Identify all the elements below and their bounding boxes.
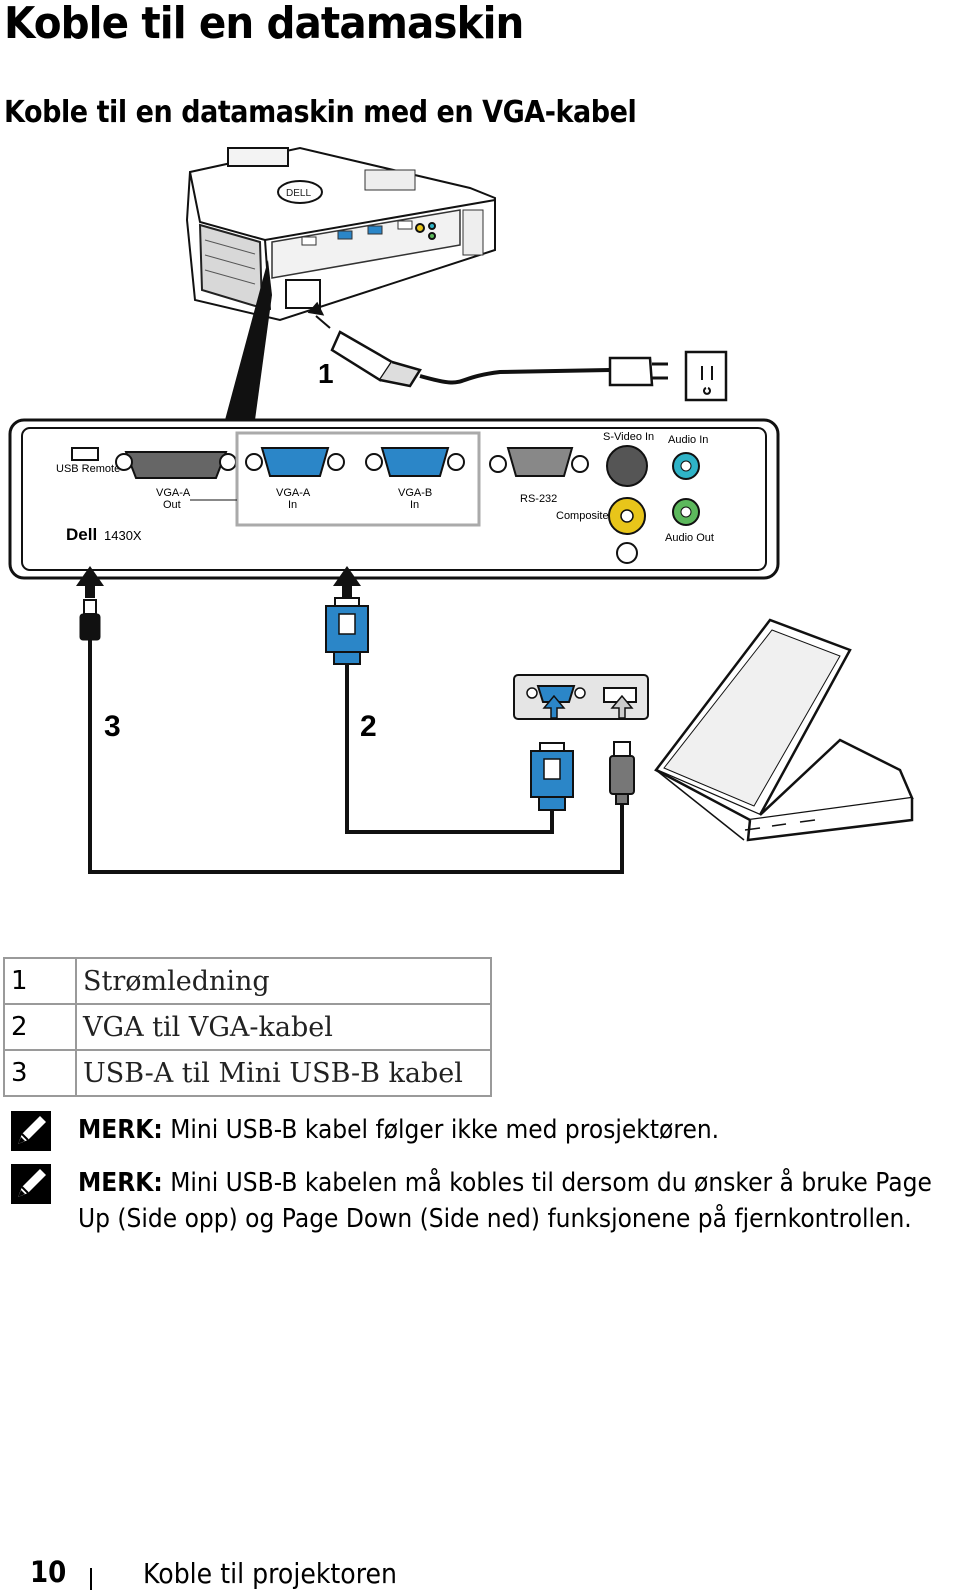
- note-label: MERK:: [78, 1168, 163, 1198]
- arrow-usb: [76, 566, 104, 598]
- page-number: 10: [30, 1555, 67, 1589]
- page-title: Koble til en datamaskin: [4, 0, 524, 49]
- footer-section-title: Koble til projektoren: [143, 1557, 397, 1590]
- legend-text: VGA til VGA-kabel: [75, 1003, 492, 1051]
- label-usb-remote: USB Remote: [56, 463, 120, 475]
- section-subtitle: Koble til en datamaskin med en VGA-kabel: [4, 95, 637, 130]
- connection-diagram: DELL 1 USB Remote: [8, 146, 914, 874]
- table-row: 3 USB-A til Mini USB-B kabel: [3, 1049, 492, 1097]
- legend-number: 2: [3, 1003, 77, 1051]
- usb-plug-laptop: [609, 741, 635, 805]
- label-vga-a-in-1: VGA-A: [276, 487, 311, 499]
- rs232-port: [489, 447, 589, 477]
- note-2: MERK: Mini USB-B kabelen må kobles til d…: [78, 1165, 956, 1237]
- label-audio-in: Audio In: [668, 434, 708, 446]
- label-svideo-in: S-Video In: [603, 431, 654, 443]
- svideo-port: [606, 445, 648, 487]
- callout-1: 1: [318, 358, 334, 389]
- laptop-port-plate: [513, 674, 649, 720]
- label-vga-a-out-1: VGA-A: [156, 487, 191, 499]
- vga-a-in-port: [245, 447, 345, 477]
- label-vga-b-in-1: VGA-B: [398, 487, 432, 499]
- legend-table: 1 Strømledning 2 VGA til VGA-kabel 3 USB…: [3, 957, 492, 1097]
- vga-cable: [325, 597, 554, 834]
- panel-brand: Dell: [66, 525, 97, 544]
- usb-cable: [79, 599, 624, 874]
- note-text: Mini USB-B kabelen må kobles til dersom …: [78, 1168, 932, 1234]
- callout-2: 2: [360, 710, 377, 743]
- label-composite: Composite: [556, 510, 609, 522]
- vga-plug-laptop: [530, 742, 574, 811]
- legend-text: Strømledning: [75, 957, 492, 1005]
- label-vga-a-in-2: In: [288, 499, 297, 511]
- panel-model: 1430X: [104, 528, 142, 543]
- vga-b-in-port: [365, 447, 465, 477]
- zoom-wedge: [225, 260, 272, 420]
- label-vga-b-in-2: In: [410, 499, 419, 511]
- laptop-illustration: [654, 618, 914, 842]
- legend-text: USB-A til Mini USB-B kabel: [75, 1049, 492, 1097]
- arrow-vga: [333, 566, 361, 598]
- note-text: Mini USB-B kabel følger ikke med prosjek…: [162, 1115, 720, 1145]
- legend-number: 3: [3, 1049, 77, 1097]
- projector-illustration: DELL: [185, 146, 496, 322]
- note-1: MERK: Mini USB-B kabel følger ikke med p…: [78, 1112, 870, 1148]
- svg-text:DELL: DELL: [286, 188, 311, 199]
- vga-a-out-port: [115, 451, 237, 479]
- label-rs232: RS-232: [520, 493, 557, 505]
- rear-panel: USB Remote VGA-A Out VGA-A In VGA-B In: [8, 418, 780, 580]
- callout-3: 3: [104, 710, 121, 743]
- note-label: MERK:: [78, 1115, 163, 1145]
- table-row: 1 Strømledning: [3, 957, 492, 1005]
- label-vga-a-out-2: Out: [163, 499, 181, 511]
- table-row: 2 VGA til VGA-kabel: [3, 1003, 492, 1051]
- note-pencil-icon: [11, 1111, 51, 1151]
- footer-divider: [90, 1568, 92, 1590]
- note-pencil-icon: [11, 1164, 51, 1204]
- label-audio-out: Audio Out: [665, 532, 714, 544]
- legend-number: 1: [3, 957, 77, 1005]
- power-cable: [307, 301, 728, 402]
